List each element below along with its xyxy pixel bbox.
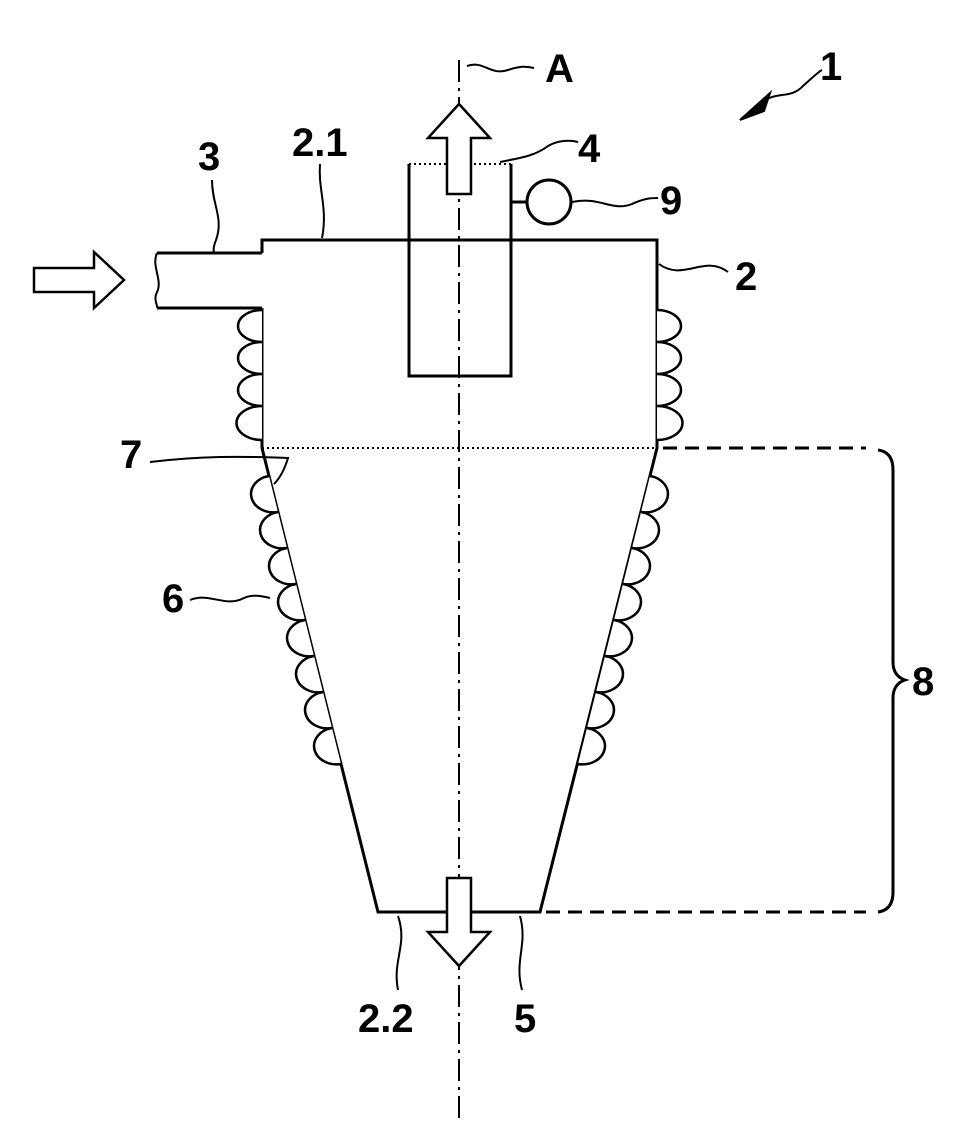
region-brace	[878, 450, 905, 912]
inlet-pipe-break	[155, 253, 158, 308]
label-heating-coil: 6	[162, 577, 184, 621]
device-pointer-arrowhead	[740, 93, 770, 120]
sensor-9	[527, 180, 571, 224]
upper-outlet-tube	[409, 164, 511, 376]
inlet-flow-arrow	[34, 252, 124, 308]
label-lower-outlet: 5	[514, 997, 536, 1041]
upper-outlet-flow-arrow	[428, 104, 490, 194]
label-housing-bottom: 2.2	[358, 997, 414, 1041]
lower-outlet-flow-arrow	[428, 878, 490, 966]
heating-coil-cone-right	[578, 476, 668, 764]
label-conical-region: 8	[912, 660, 934, 704]
label-device: 1	[820, 45, 842, 89]
label-inner-wall: 7	[120, 433, 142, 477]
device-pointer-arrow	[760, 70, 822, 104]
label-housing: 2	[735, 255, 757, 299]
label-axis: A	[545, 47, 574, 91]
label-inlet: 3	[198, 135, 220, 179]
label-sensor: 9	[660, 179, 682, 223]
inlet-pipe	[157, 253, 262, 308]
label-housing-top: 2.1	[292, 121, 348, 165]
label-upper-outlet: 4	[578, 127, 601, 171]
heating-coil-cone-left	[251, 476, 341, 764]
